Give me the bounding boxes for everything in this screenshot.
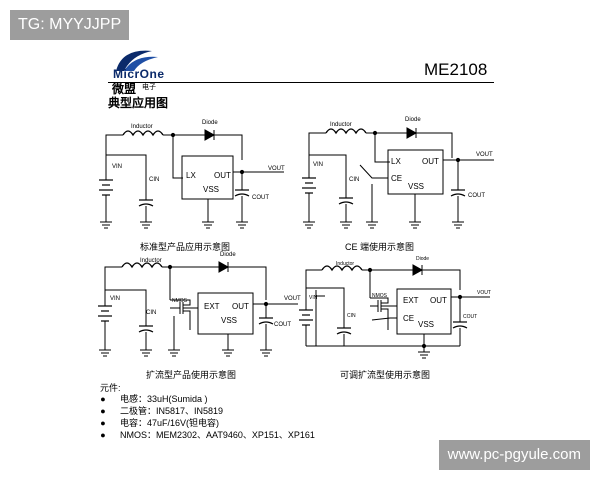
micrOne-logo: MicrOne 微盟 电子 [112, 45, 165, 96]
bullet-icon: ● [100, 394, 106, 404]
c2-inductor-label: Inductor [330, 122, 352, 128]
bullet-icon: ● [100, 406, 106, 416]
logo-cn-small: 电子 [142, 84, 156, 91]
list-item: ● 二极管：IN5817、IN5819 [100, 405, 315, 417]
components-list: ● 电感：33uH(Sumida ) ● 二极管：IN5817、IN5819 ● 电容… [100, 393, 315, 441]
c2-cin-label: CIN [349, 177, 359, 183]
c4-ce-label: CE [403, 314, 414, 323]
c3-nmos-label: NMOS [172, 298, 188, 304]
c4-vout-label: VOUT [477, 290, 491, 296]
logo-text: MicrOne [113, 67, 165, 81]
component-diode: 二极管：IN5817、IN5819 [120, 406, 224, 416]
header-divider [108, 82, 494, 83]
c3-diode-label: Diode [220, 252, 236, 258]
section-title: 典型应用图 [108, 96, 169, 110]
c1-diode-label: Diode [202, 120, 218, 126]
c3-cout-label: COUT [274, 322, 291, 328]
c4-ext-label: EXT [403, 296, 419, 305]
c4-diode-label: Diode [416, 256, 429, 262]
caption-ce: CE 端使用示意图 [345, 242, 415, 252]
caption-standard: 标准型产品应用示意图 [140, 242, 231, 252]
c3-cin-label: CIN [146, 310, 156, 316]
c1-vout-label: VOUT [268, 166, 285, 172]
c1-vin-label: VIN [112, 164, 122, 170]
c2-vin-label: VIN [313, 162, 323, 168]
list-item: ● 电容：47uF/16V(钽电容) [100, 417, 315, 429]
list-item: ● 电感：33uH(Sumida ) [100, 393, 315, 405]
c2-out-label: OUT [422, 157, 439, 166]
c3-out-label: OUT [232, 302, 249, 311]
c4-cin-label: CIN [347, 313, 356, 319]
c4-vss-label: VSS [418, 320, 434, 329]
c2-ce-label: CE [391, 174, 402, 183]
c1-vss-label: VSS [203, 185, 219, 194]
component-nmos: NMOS：MEM2302、AAT9460、XP151、XP161 [120, 430, 315, 440]
logo-cn: 微盟 [112, 82, 137, 96]
circuit-adjustable [298, 264, 490, 359]
c3-vss-label: VSS [221, 316, 237, 325]
list-item: ● NMOS：MEM2302、AAT9460、XP151、XP161 [100, 429, 315, 441]
c1-cin-label: CIN [149, 177, 159, 183]
c3-vin-label: VIN [110, 296, 120, 302]
caption-adjustable: 可调扩流型使用示意图 [340, 370, 431, 380]
component-inductor: 电感：33uH(Sumida ) [120, 394, 208, 404]
c4-cout-label: COUT [463, 314, 477, 320]
c2-diode-label: Diode [405, 117, 421, 123]
c4-out-label: OUT [430, 296, 447, 305]
component-capacitor: 电容：47uF/16V(钽电容) [120, 418, 220, 428]
c3-vout-label: VOUT [284, 296, 301, 302]
c4-nmos-label: NMOS [372, 293, 388, 299]
bullet-icon: ● [100, 418, 106, 428]
caption-expanded: 扩流型产品使用示意图 [146, 370, 237, 380]
c2-vout-label: VOUT [476, 152, 493, 158]
circuit-ce [301, 127, 494, 229]
c2-vss-label: VSS [408, 182, 424, 191]
circuit-standard [98, 129, 284, 229]
c2-lx-label: LX [391, 157, 401, 166]
watermark-bottom: www.pc-pgyule.com [438, 440, 590, 470]
c1-cout-label: COUT [252, 195, 269, 201]
c4-inductor-label: Inductor [336, 261, 354, 267]
c1-lx-label: LX [186, 171, 196, 180]
c1-inductor-label: Inductor [131, 124, 153, 130]
logo-swoosh-icon [116, 50, 158, 71]
circuit-expanded [97, 261, 298, 357]
c2-cout-label: COUT [468, 193, 485, 199]
model-number: ME2108 [424, 60, 488, 79]
bullet-icon: ● [100, 430, 106, 440]
c4-vin-label: VIN [309, 295, 318, 301]
c3-inductor-label: Inductor [140, 258, 162, 264]
c3-ext-label: EXT [204, 302, 220, 311]
components-title: 元件: [100, 383, 121, 393]
watermark-top: TG: MYYJJPP [10, 10, 130, 40]
c1-out-label: OUT [214, 171, 231, 180]
